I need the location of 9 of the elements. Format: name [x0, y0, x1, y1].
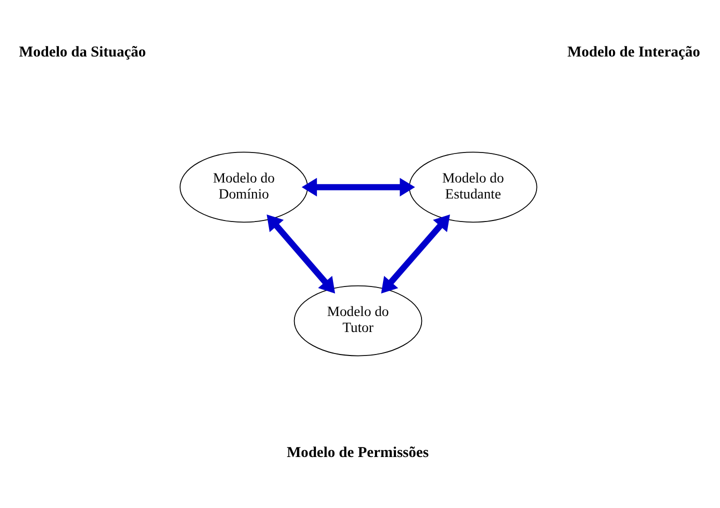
- node-ellipse: Modelo do Estudante: [408, 152, 538, 223]
- label: Modelo da Situação: [18, 44, 146, 60]
- label: Modelo de Interação: [567, 44, 700, 60]
- node-ellipse: Modelo do Tutor: [294, 285, 422, 356]
- arrow: [302, 178, 416, 196]
- label: Modelo de Permissões: [286, 445, 429, 462]
- arrow: [381, 214, 450, 294]
- arrow: [266, 214, 336, 294]
- node-ellipse: Modelo do Domínio: [180, 152, 308, 223]
